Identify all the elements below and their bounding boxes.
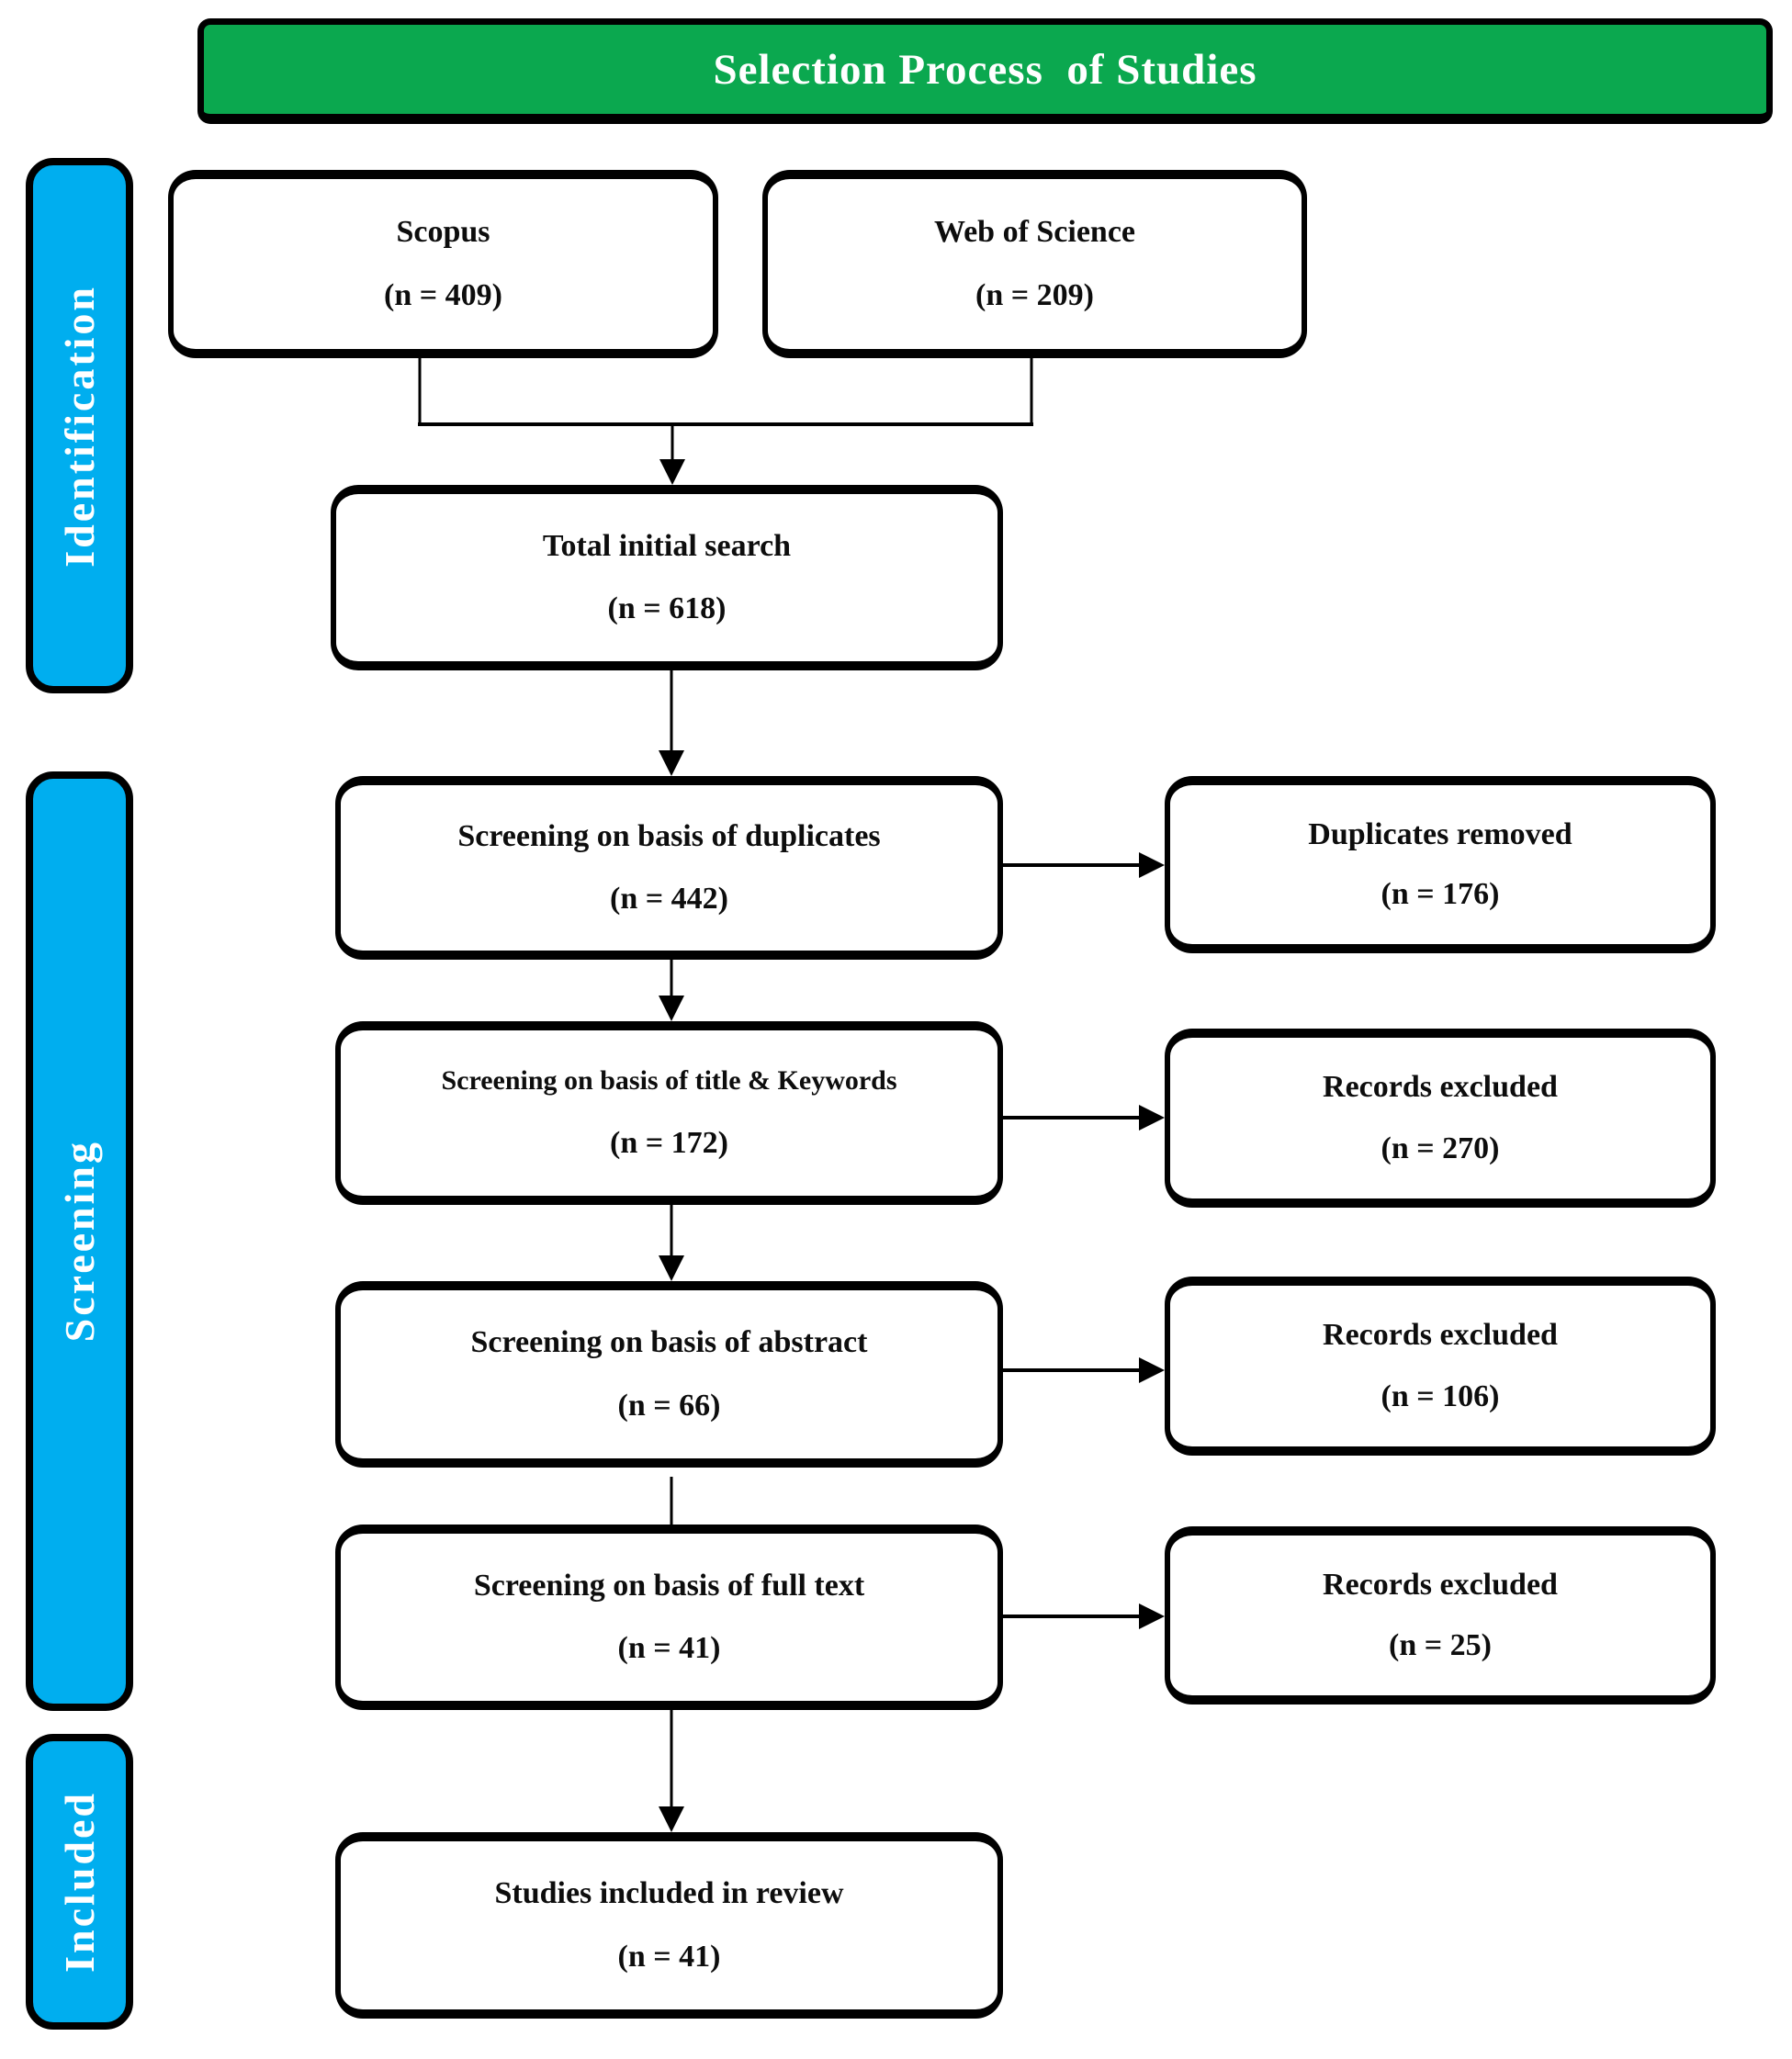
box-records-excluded-fulltext-count: (n = 25) [1389,1628,1492,1663]
box-screening-duplicates: Screening on basis of duplicates (n = 44… [335,776,1003,960]
box-scopus-title: Scopus [396,214,490,249]
box-screening-title-keywords-title: Screening on basis of title & Keywords [441,1065,897,1097]
arrowhead-fulltext-excluded [1139,1603,1165,1629]
box-records-excluded-fulltext: Records excluded (n = 25) [1165,1526,1716,1705]
diagram-title: Selection Process of Studies [713,45,1257,94]
box-total-count: (n = 618) [607,591,727,626]
box-duplicates-removed: Duplicates removed (n = 176) [1165,776,1716,953]
arrowhead-to-included [659,1806,684,1832]
box-screening-title-keywords-count: (n = 172) [610,1125,728,1160]
stage-label-screening: Screening [56,1140,103,1343]
stage-label-identification: Identification [56,284,103,568]
box-records-excluded-title-title: Records excluded [1323,1070,1558,1105]
stage-label-included: Included [56,1791,103,1973]
box-records-excluded-abstract: Records excluded (n = 106) [1165,1277,1716,1456]
box-studies-included: Studies included in review (n = 41) [335,1832,1003,2019]
box-web-of-science-title: Web of Science [933,214,1136,249]
box-records-excluded-title-count: (n = 270) [1381,1131,1500,1165]
arrowhead-duplicates-removed [1139,852,1165,878]
box-total-title: Total initial search [542,528,792,563]
box-duplicates-removed-count: (n = 176) [1381,877,1500,912]
box-web-of-science: Web of Science (n = 209) [762,170,1307,358]
box-screening-full-text: Screening on basis of full text (n = 41) [335,1525,1003,1710]
stage-bar-included: Included [26,1734,133,2030]
box-screening-duplicates-count: (n = 442) [610,882,728,917]
box-screening-full-text-count: (n = 41) [617,1631,721,1666]
box-records-excluded-title: Records excluded (n = 270) [1165,1029,1716,1208]
arrowhead-to-duplicates [659,750,684,776]
diagram-title-banner: Selection Process of Studies [197,18,1773,124]
stage-bar-identification: Identification [26,158,133,693]
box-screening-full-text-title: Screening on basis of full text [473,1568,865,1603]
box-web-of-science-count: (n = 209) [975,278,1094,313]
arrowhead-title-excluded [1139,1105,1165,1131]
box-duplicates-removed-title: Duplicates removed [1308,816,1572,851]
box-records-excluded-fulltext-title: Records excluded [1323,1567,1558,1602]
box-total-initial-search: Total initial search (n = 618) [331,485,1003,670]
box-studies-included-title: Studies included in review [494,1875,844,1910]
box-screening-abstract-count: (n = 66) [617,1389,721,1423]
box-screening-duplicates-title: Screening on basis of duplicates [457,818,881,853]
box-studies-included-count: (n = 41) [617,1940,721,1975]
arrowhead-to-title [659,996,684,1021]
box-screening-title-keywords: Screening on basis of title & Keywords (… [335,1021,1003,1205]
box-scopus-count: (n = 409) [384,278,502,313]
box-screening-abstract-title: Screening on basis of abstract [470,1324,868,1359]
box-scopus: Scopus (n = 409) [168,170,718,358]
arrowhead-to-abstract [659,1255,684,1281]
box-screening-abstract: Screening on basis of abstract (n = 66) [335,1281,1003,1468]
box-records-excluded-abstract-title: Records excluded [1323,1318,1558,1353]
arrowhead-to-total [659,459,685,485]
stage-bar-screening: Screening [26,771,133,1711]
box-records-excluded-abstract-count: (n = 106) [1381,1378,1500,1413]
arrowhead-abstract-excluded [1139,1357,1165,1383]
